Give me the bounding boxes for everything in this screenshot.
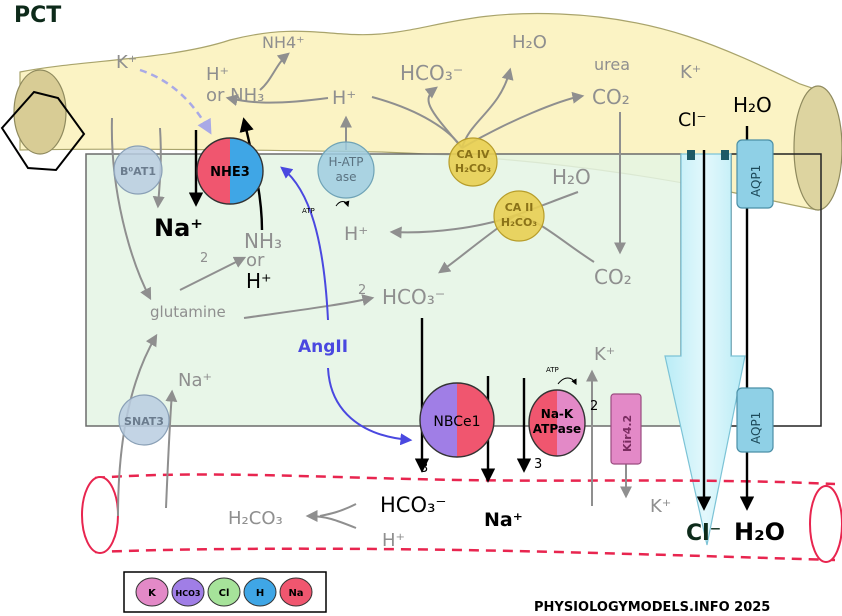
svg-text:H-ATP: H-ATP	[329, 155, 364, 169]
blood-hco3-label: HCO₃⁻	[380, 493, 447, 517]
cell-h-label: H⁺	[246, 269, 272, 293]
legend-swatch-k	[135, 577, 169, 607]
lumen-labels: K⁺ H⁺ or NH₃ NH4⁺ H⁺ HCO₃⁻ H₂O urea CO₂ …	[116, 32, 701, 109]
svg-text:H⁺: H⁺	[382, 530, 405, 551]
na-k-stoich-3: 3	[534, 457, 542, 472]
svg-text:ATPase: ATPase	[533, 422, 581, 436]
svg-text:H₂O: H₂O	[552, 165, 591, 189]
ca4-enzyme: CA IV H₂CO₃	[448, 137, 498, 187]
svg-text:ase: ase	[336, 170, 357, 184]
svg-text:NH₃: NH₃	[244, 229, 282, 253]
svg-text:NHE3: NHE3	[210, 165, 250, 180]
na-k-atpase-transporter: Na-K ATPase	[528, 389, 586, 457]
svg-text:urea: urea	[594, 55, 630, 74]
svg-text:SNAT3: SNAT3	[124, 415, 164, 428]
svg-text:Na-K: Na-K	[541, 407, 574, 421]
footer-credit: PHYSIOLOGYMODELS.INFO 2025	[534, 600, 770, 615]
angii-label: AngII	[298, 337, 348, 357]
kir42-channel: Kir4.2	[610, 393, 642, 465]
svg-text:H₂O: H₂O	[512, 32, 547, 53]
svg-text:or: or	[246, 250, 265, 271]
ion-legend: K HCO3 Cl H Na	[123, 571, 327, 613]
legend-label-hco3: HCO3	[176, 589, 201, 598]
ca2-enzyme: CA II H₂CO₃	[493, 190, 545, 242]
blood-na-label: Na⁺	[484, 509, 523, 531]
svg-text:HCO₃⁻: HCO₃⁻	[400, 61, 463, 85]
svg-text:H₂CO₃: H₂CO₃	[455, 162, 491, 175]
k-dashed-arrow	[139, 68, 212, 135]
snat3-transporter: SNAT3	[118, 394, 170, 446]
cell-na-label: Na⁺	[154, 214, 203, 242]
nbce1-transporter: NBCe1	[419, 382, 495, 458]
svg-text:Na⁺: Na⁺	[178, 370, 212, 391]
atp-label-1: ATP	[302, 207, 315, 215]
na-k-stoich: 2	[590, 399, 598, 414]
svg-text:B⁰AT1: B⁰AT1	[120, 165, 156, 178]
h-atpase-transporter: H-ATP ase	[317, 141, 375, 199]
svg-text:CO₂: CO₂	[594, 265, 632, 289]
legend-swatch-h	[243, 577, 277, 607]
svg-text:H⁺: H⁺	[332, 87, 356, 109]
legend-label-cl: Cl	[219, 588, 230, 599]
svg-text:H⁺: H⁺	[344, 223, 368, 245]
legend-label-k: K	[148, 588, 157, 599]
svg-text:K⁺: K⁺	[650, 496, 671, 517]
svg-text:glutamine: glutamine	[150, 303, 226, 321]
legend-label-na: Na	[288, 588, 303, 599]
legend-swatch-cl	[207, 577, 241, 607]
svg-text:K⁺: K⁺	[594, 344, 615, 365]
svg-text:H₂CO₃: H₂CO₃	[228, 508, 283, 529]
svg-text:H₂CO₃: H₂CO₃	[501, 216, 537, 229]
svg-text:H⁺: H⁺	[206, 64, 229, 85]
svg-text:CA II: CA II	[505, 201, 534, 214]
svg-text:or NH₃: or NH₃	[206, 85, 264, 106]
blood-h2o-label: H₂O	[734, 518, 785, 546]
svg-text:HCO₃⁻: HCO₃⁻	[382, 285, 445, 309]
aqp1-bottom-channel: AQP1	[736, 387, 774, 453]
svg-text:2: 2	[200, 251, 208, 266]
svg-text:NH4⁺: NH4⁺	[262, 33, 305, 52]
diagram-title: PCT	[14, 3, 61, 28]
capillary	[81, 473, 842, 563]
svg-text:CO₂: CO₂	[592, 85, 630, 109]
bat1-transporter: B⁰AT1	[113, 145, 163, 195]
svg-text:CA IV: CA IV	[456, 148, 490, 161]
svg-text:AQP1: AQP1	[749, 412, 763, 444]
blood-cl-label: Cl⁻	[686, 521, 721, 546]
svg-text:NBCe1: NBCe1	[433, 414, 480, 430]
svg-text:AQP1: AQP1	[749, 165, 763, 197]
nhe3-transporter: NHE3	[196, 137, 264, 205]
nbce1-stoich: 3	[420, 461, 428, 476]
svg-text:Kir4.2: Kir4.2	[621, 415, 634, 452]
legend-label-h: H	[256, 588, 264, 599]
legend-swatch-na	[279, 577, 313, 607]
blood-labels: H₂CO₃ H⁺ K⁺	[228, 496, 671, 551]
svg-text:K⁺: K⁺	[116, 52, 137, 73]
svg-text:K⁺: K⁺	[680, 62, 701, 83]
aqp1-top-channel: AQP1	[736, 139, 774, 209]
atp-label-2: ATP	[546, 366, 559, 374]
lumen-h2o-label: H₂O	[733, 93, 772, 117]
legend-swatch-hco3	[171, 577, 205, 607]
lumen-cl-label: Cl⁻	[678, 109, 707, 131]
cell-labels: NH₃ or 2 glutamine 2 HCO₃⁻ H⁺ H₂O CO₂ Na…	[150, 165, 632, 391]
svg-text:2: 2	[358, 283, 366, 298]
angii-arrows	[280, 166, 413, 446]
